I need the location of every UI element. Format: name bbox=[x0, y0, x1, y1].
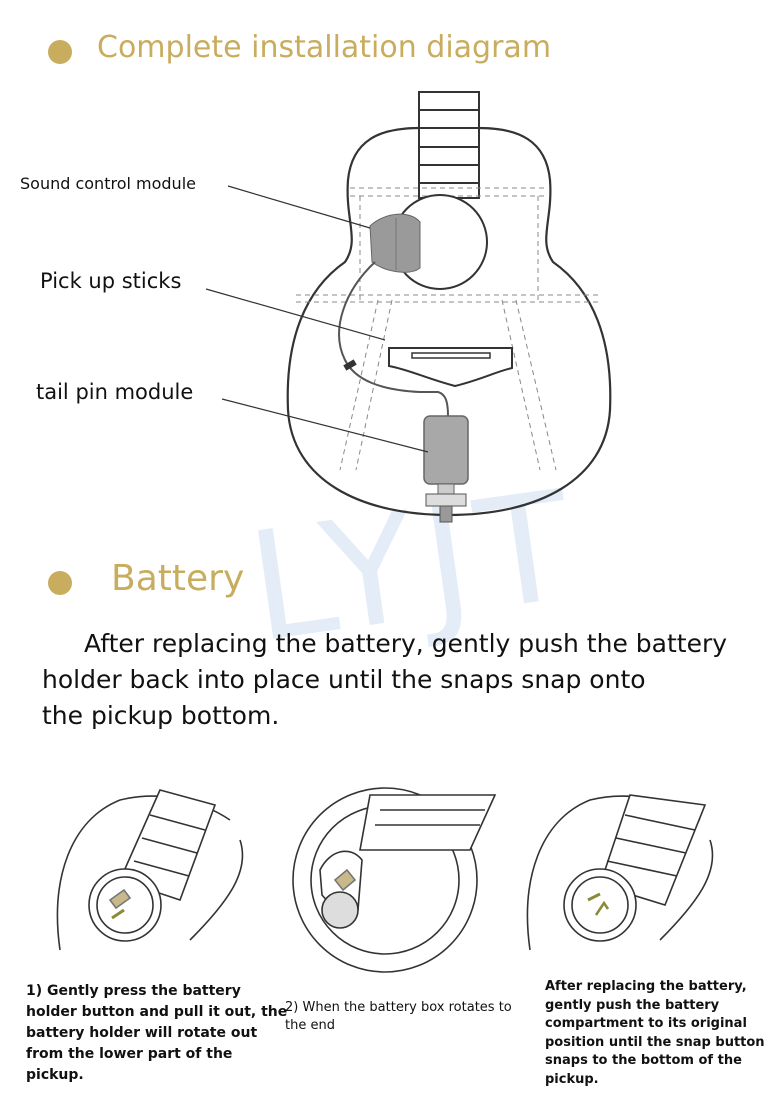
guitar-neck bbox=[418, 91, 480, 199]
sound-control-module bbox=[369, 213, 421, 273]
pickup-stick bbox=[343, 359, 357, 371]
step3-illustration bbox=[526, 794, 714, 951]
step1-illustration bbox=[56, 789, 244, 951]
section-title-battery: Battery bbox=[111, 558, 245, 599]
step2-caption: 2) When the battery box rotates to the e… bbox=[285, 1000, 512, 1033]
bracing bbox=[296, 187, 602, 471]
paragraph-line: After replacing the battery, gently push… bbox=[84, 629, 728, 658]
bullet-icon bbox=[48, 571, 72, 595]
paragraph-line: the pickup bottom. bbox=[42, 701, 280, 730]
leader-lines bbox=[205, 185, 429, 453]
step2-illustration bbox=[292, 787, 497, 973]
bullet-icon bbox=[48, 40, 72, 64]
step3-caption: After replacing the battery, gently push… bbox=[545, 979, 765, 1087]
tail-pin-module bbox=[423, 415, 469, 485]
paragraph-line: holder back into place until the snaps s… bbox=[42, 665, 646, 694]
label-sound-control-module: Sound control module bbox=[20, 174, 196, 193]
label-pick-up-sticks: Pick up sticks bbox=[40, 269, 182, 293]
label-tail-pin-module: tail pin module bbox=[36, 380, 194, 404]
section-title-installation: Complete installation diagram bbox=[97, 30, 552, 65]
pickup-cable bbox=[338, 261, 449, 417]
step1-caption: 1) Gently press the battery holder butto… bbox=[26, 983, 288, 1083]
